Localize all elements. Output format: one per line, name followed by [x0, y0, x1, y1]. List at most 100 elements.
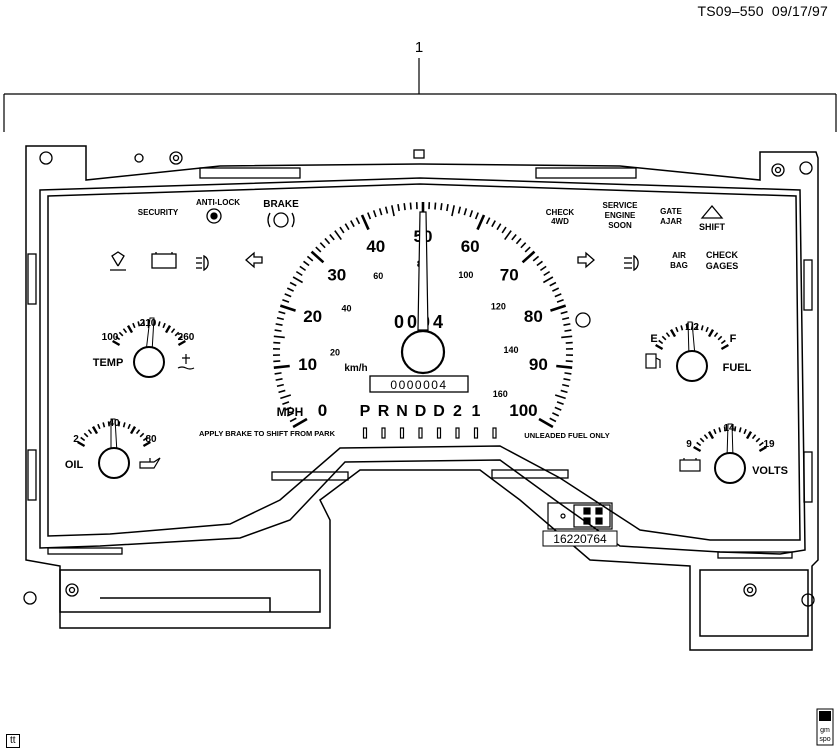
speedometer-tick [384, 206, 389, 214]
speedometer-tick [274, 329, 282, 332]
air-bag-line1: AIR [672, 251, 686, 260]
speedometer-tick [276, 316, 284, 321]
gauge-tick [87, 429, 93, 435]
speedometer-tick [562, 316, 570, 321]
gear-indicator-lamps [362, 427, 497, 439]
gauge-tick [713, 332, 719, 338]
odometer: 0000004 [390, 378, 447, 392]
mounting-holes [23, 149, 815, 607]
callout-bracket [3, 58, 837, 132]
gear-lamp [436, 427, 442, 439]
gauge-tick [707, 431, 715, 440]
gauge-tick [707, 329, 715, 338]
gauge-tick [170, 328, 176, 334]
oil-tick-high: 80 [145, 434, 157, 445]
warning-light-labels: SECURITY ANTI-LOCK BRAKE CHECK 4WD SERVI… [138, 198, 739, 271]
gauge-hub [676, 350, 708, 382]
speedometer-tick [329, 233, 335, 241]
speedometer-tick [515, 237, 522, 245]
speedometer-tick [440, 203, 443, 211]
odometer-window [369, 375, 469, 393]
oil-can-icon [139, 457, 161, 469]
speedometer-tick [556, 364, 573, 369]
speedometer-tick [286, 287, 294, 292]
service-engine-soon-line1: SERVICE [603, 201, 639, 210]
air-bag-line2: BAG [670, 261, 688, 270]
gauge-tick [137, 321, 141, 327]
gauge-tick [693, 445, 702, 453]
gauge-tick [122, 328, 128, 334]
speedometer-needle [417, 211, 429, 331]
gauge-tick [696, 324, 699, 330]
apply-brake-text: APPLY BRAKE TO SHIFT FROM PARK [199, 429, 336, 438]
oil-gauge [77, 418, 151, 479]
mph-label: 70 [500, 265, 519, 284]
fuel-tick-half: 1/2 [685, 322, 699, 333]
fuel-gauge [655, 321, 729, 382]
gauge-tick [758, 441, 764, 447]
speedometer-tick [539, 265, 547, 272]
speedometer-tick [564, 372, 572, 375]
part-number: 16220764 [553, 532, 607, 546]
gauge-tick [718, 427, 722, 433]
kmh-label: 60 [373, 271, 383, 281]
speedometer-tick [476, 214, 486, 231]
shift-label: SHIFT [699, 222, 726, 232]
logo-line1: gm [820, 727, 830, 734]
gm-spo-logo: gm spo [816, 708, 834, 746]
speedometer-tick [511, 233, 517, 241]
gauge-tick [142, 320, 145, 326]
gauge-tick [118, 421, 121, 427]
speedometer-tick [561, 335, 573, 339]
volts-label: VOLTS [752, 465, 788, 477]
unleaded-text: UNLEADED FUEL ONLY [524, 431, 609, 440]
speedometer-tick [451, 205, 455, 217]
gauge-tick [157, 321, 161, 327]
kmh-label: 100 [458, 270, 473, 280]
speedometer-ticks [273, 202, 573, 429]
gauge-tick [720, 339, 726, 345]
speedometer-tick [524, 246, 531, 253]
coolant-icon [177, 354, 195, 370]
check-gages-line1: CHECK [706, 250, 739, 260]
doc-code: TS09–550 [697, 3, 764, 19]
gauge-tick [703, 434, 709, 440]
speedometer-tick [554, 394, 566, 400]
brake-icon [267, 212, 295, 228]
speedometer-tick [284, 293, 292, 298]
check-4wd-line1: CHECK [546, 208, 575, 217]
fuel-label: FUEL [723, 362, 752, 374]
gauge-tick [680, 325, 684, 331]
mph-label: 0 [318, 401, 327, 420]
speedometer-tick [554, 406, 562, 411]
gauge-tick [755, 437, 761, 443]
gauge-hub [98, 447, 130, 479]
gauge-tick [127, 423, 131, 430]
speedometer-tick [485, 217, 491, 225]
gauge-tick [77, 440, 86, 448]
gauge-labels: TEMP 100 210 260 FUEL E 1/2 F OIL 2 40 8… [65, 318, 788, 477]
part-number-box [542, 530, 618, 547]
gear-lamp [362, 427, 368, 439]
temp-gauge [112, 317, 186, 378]
gauge-tick [685, 324, 688, 330]
speedometer-tick [536, 260, 543, 267]
gear-letter: P [360, 403, 371, 420]
mph-label: 30 [327, 265, 346, 284]
gauge-tick [665, 332, 671, 338]
gear-lamp [399, 427, 405, 439]
gauge-hub [714, 452, 746, 484]
gauge-tick [164, 325, 172, 334]
gauge-tick [139, 432, 145, 438]
gauge-tick [675, 326, 679, 333]
gauge-icons [139, 353, 701, 472]
gauge-tick [700, 325, 704, 331]
oil-label: OIL [65, 459, 84, 471]
speedometer-tick [474, 212, 479, 220]
gauge-tick [177, 335, 183, 341]
shift-up-icon [700, 204, 724, 219]
speedometer-tick [367, 212, 372, 220]
speedometer-tick [339, 226, 345, 234]
kmh-label: 120 [491, 302, 506, 312]
